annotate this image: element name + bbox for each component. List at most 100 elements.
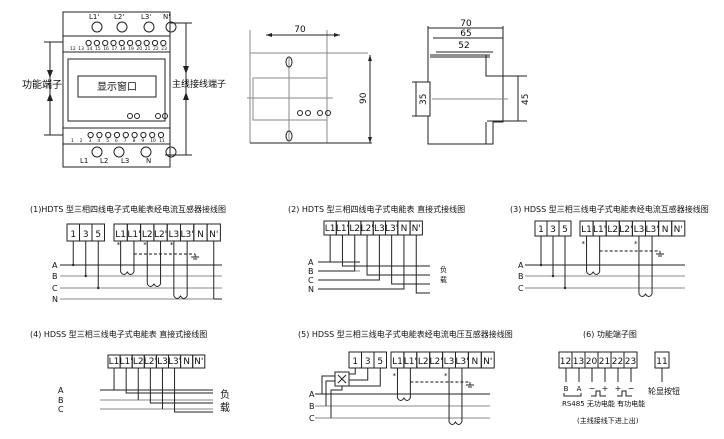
terminal-hole bbox=[87, 131, 94, 139]
indicator-hole bbox=[127, 113, 133, 119]
junction bbox=[539, 263, 543, 267]
wire bbox=[174, 368, 213, 413]
polarity-mark: * bbox=[444, 372, 448, 380]
terminal-label: L2' bbox=[144, 357, 157, 367]
terminal-hole bbox=[105, 131, 112, 139]
function-terminal-number: 14 bbox=[87, 46, 93, 52]
terminal-label: L1' bbox=[404, 357, 417, 367]
terminal-label: L2' bbox=[154, 230, 167, 240]
terminal-screw bbox=[143, 21, 155, 33]
terminal-label: L2' bbox=[360, 224, 373, 234]
function-terminal-label: 12 bbox=[560, 357, 571, 367]
wire bbox=[366, 235, 430, 276]
load-label: 载 bbox=[220, 402, 230, 414]
dim-rail-35: 35 bbox=[419, 94, 429, 105]
bottom-terminal-label: L3 bbox=[121, 157, 129, 165]
diagram-6-title: (6) 功能端子图 bbox=[583, 329, 637, 339]
polarity-mark: * bbox=[582, 240, 586, 248]
terminal-label: L3 bbox=[444, 357, 455, 367]
terminal-hole bbox=[110, 39, 117, 47]
voltage-transformer-symbol bbox=[337, 374, 347, 384]
terminal-label: 3 bbox=[83, 230, 89, 240]
phase-label: A bbox=[518, 261, 524, 270]
terminal-label: 3 bbox=[365, 357, 371, 367]
load-label: 负 bbox=[220, 388, 230, 401]
phase-label: B bbox=[518, 272, 524, 281]
phase-label: C bbox=[309, 414, 315, 423]
function-terminal-label: 22 bbox=[612, 357, 623, 367]
wire bbox=[318, 235, 331, 263]
polarity-mark: * bbox=[634, 240, 638, 248]
phase-label: C bbox=[518, 284, 524, 293]
polarity-mark: * bbox=[392, 372, 396, 380]
function-terminal-number: 6 bbox=[115, 138, 118, 144]
terminal-label: N bbox=[662, 225, 669, 235]
top-terminal-label: L3' bbox=[141, 13, 151, 21]
wire bbox=[415, 235, 430, 294]
terminal-hole bbox=[135, 39, 142, 47]
junction bbox=[84, 274, 87, 278]
function-terminal-label: 23 bbox=[625, 357, 636, 367]
terminal-box bbox=[480, 351, 495, 369]
polarity-mark: * bbox=[143, 241, 147, 249]
function-terminal-number: 21 bbox=[145, 46, 151, 52]
terminal-hole bbox=[160, 39, 167, 47]
current-transformer-coil bbox=[120, 271, 135, 275]
function-terminal-number: 5 bbox=[106, 138, 109, 144]
function-terminal-number: 17 bbox=[112, 46, 118, 52]
function-terminal-number: 9 bbox=[141, 138, 144, 144]
terminal-hole bbox=[122, 131, 129, 139]
terminal-box bbox=[671, 220, 686, 237]
button-terminal-label: 11 bbox=[656, 357, 667, 367]
phase-label: A bbox=[52, 261, 58, 270]
terminal-screw bbox=[91, 21, 103, 33]
group-labels: RS485 无功电能 有功电能 bbox=[562, 399, 645, 408]
rs485-a: A bbox=[577, 385, 582, 393]
diagram-3-title: (3) HDSS 型三相三线电子式电能表经电流互感器接线图 bbox=[510, 204, 709, 214]
meter-side-view: 70 65 52 35 45 bbox=[412, 19, 531, 145]
terminal-label: L3 bbox=[374, 224, 385, 234]
indicator-hole bbox=[155, 113, 161, 119]
dim-front-height: 90 bbox=[359, 92, 369, 104]
function-terminal-number: 19 bbox=[128, 46, 134, 52]
top-terminal-label: L2' bbox=[114, 13, 124, 21]
terminal-label: N bbox=[183, 357, 190, 367]
terminal-label: L3 bbox=[157, 357, 168, 367]
terminal-label: 1 bbox=[70, 230, 76, 240]
phase-label: B bbox=[52, 272, 58, 281]
current-transformer-coil bbox=[146, 283, 161, 287]
terminal-label: N bbox=[471, 357, 478, 367]
wire bbox=[321, 375, 335, 394]
terminal-label: L1' bbox=[593, 225, 606, 235]
terminal-hole bbox=[93, 39, 101, 47]
terminal-hole bbox=[140, 131, 147, 139]
terminal-label: L1 bbox=[392, 357, 403, 367]
terminal-label: L2 bbox=[349, 224, 360, 234]
function-terminal-label: 功能端子 bbox=[22, 78, 62, 91]
function-terminal-number: 22 bbox=[153, 46, 159, 52]
load-label: 负 bbox=[440, 265, 447, 274]
current-transformer-coil bbox=[638, 293, 653, 297]
phase-label: N bbox=[52, 295, 58, 304]
dim-side-70: 70 bbox=[460, 19, 472, 29]
terminal-hole bbox=[118, 39, 125, 47]
terminal-screw bbox=[165, 146, 177, 158]
meter-mounting-view: 70 90 bbox=[247, 25, 372, 144]
terminal-label: L3' bbox=[168, 357, 181, 367]
terminal-label: 5 bbox=[562, 225, 568, 235]
wire bbox=[341, 235, 430, 267]
terminal-label: N' bbox=[412, 224, 421, 234]
junction bbox=[72, 263, 75, 267]
phase-label: C bbox=[58, 405, 64, 414]
diagram-2-title: (2) HDTS 型三相四线电子式电能表 直接式接线图 bbox=[288, 204, 465, 214]
terminal-label: 1 bbox=[352, 357, 358, 367]
terminal-label: N' bbox=[194, 357, 203, 367]
phase-label: C bbox=[52, 284, 58, 293]
terminal-label: 3 bbox=[550, 225, 556, 235]
diagram-4-title: (4) HDSS 型三相三线电子式电能表 直接式接线图 bbox=[30, 329, 207, 339]
terminal-label: L3' bbox=[181, 230, 194, 240]
pulse-sign-1: − bbox=[589, 384, 596, 393]
wire bbox=[330, 386, 343, 418]
